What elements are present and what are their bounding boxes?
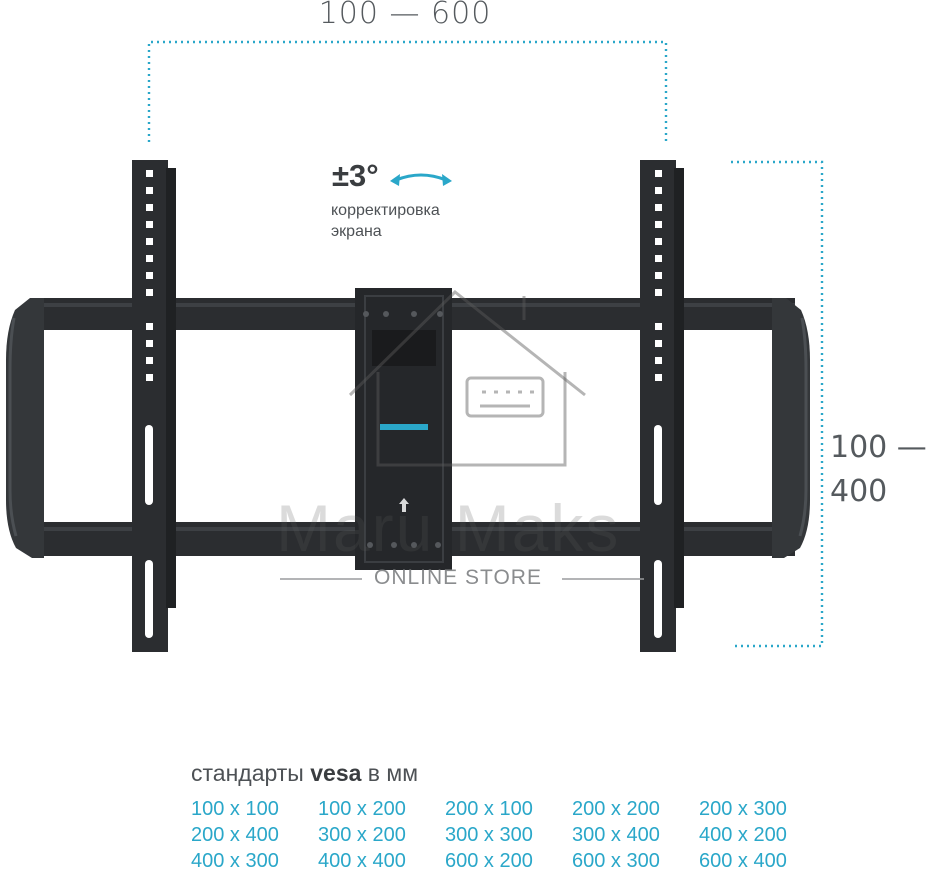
left-end-cap — [6, 298, 44, 558]
vesa-size: 100 x 100 — [191, 798, 279, 820]
vesa-size: 200 x 400 — [191, 824, 279, 846]
vesa-size: 200 x 300 — [699, 798, 787, 820]
watermark-name: Maru Maks — [276, 491, 621, 565]
horizontal-dimension-label: 100 — 600 — [318, 0, 492, 31]
vesa-size: 600 x 400 — [699, 850, 787, 872]
tilt-value: ±3° — [332, 158, 379, 193]
left-vertical-arm — [132, 160, 176, 652]
vesa-size: 300 x 400 — [572, 824, 660, 846]
tilt-note: корректировка экрана — [331, 202, 440, 240]
vesa-title-bold: vesa — [310, 760, 362, 786]
vesa-size: 400 x 200 — [699, 824, 787, 846]
brand-logo — [380, 424, 428, 430]
vesa-title-suffix: в мм — [367, 760, 419, 786]
vesa-size: 600 x 300 — [572, 850, 660, 872]
vertical-dimension-label: 100 — 400 — [830, 430, 927, 509]
vesa-size: 200 x 200 — [572, 798, 660, 820]
vesa-size: 400 x 400 — [318, 850, 406, 872]
watermark-tagline: ONLINE STORE — [374, 566, 542, 589]
vesa-size: 400 x 300 — [191, 850, 279, 872]
vesa-title: стандарты vesa в мм — [191, 760, 418, 787]
wall-plate — [355, 288, 452, 570]
tilt-arrow-icon — [390, 173, 452, 186]
vesa-title-prefix: стандарты — [191, 760, 304, 786]
vesa-size: 200 x 100 — [445, 798, 533, 820]
vesa-size: 300 x 200 — [318, 824, 406, 846]
vesa-size: 600 x 200 — [445, 850, 533, 872]
up-arrow-icon — [399, 498, 409, 512]
vesa-sizes-grid: 100 x 100 100 x 200 200 x 100 200 x 200 … — [191, 797, 831, 873]
right-vertical-arm — [640, 160, 684, 652]
vesa-size: 100 x 200 — [318, 798, 406, 820]
right-end-cap — [772, 298, 810, 558]
watermark-house-icon — [348, 290, 586, 467]
vesa-size: 300 x 300 — [445, 824, 533, 846]
horizontal-dimension-line — [147, 40, 668, 142]
